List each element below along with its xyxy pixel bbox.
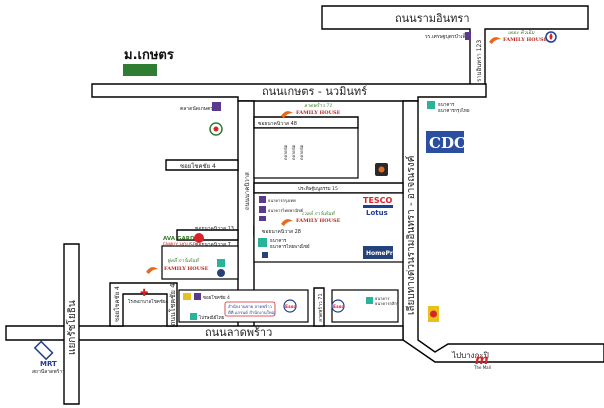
esso-label-1: Esso (285, 304, 297, 310)
yellow-marker (183, 293, 191, 300)
teal-label-c: ไปรษณีย์ไทย (198, 314, 225, 321)
teal-label-1: ธนาคาร (438, 102, 455, 108)
road-lp71 (313, 287, 325, 327)
fh-chokchai-brand: FAMILY HOUSE (164, 266, 209, 272)
mrt-station-label: สถานีลาดพร้าว (32, 368, 65, 375)
esso-icon-2 (331, 299, 345, 313)
bank-marker-2 (262, 252, 268, 258)
mrt-label: MRT (40, 360, 57, 368)
label-lat-phrao: ถนนลาดพร้าว (205, 326, 272, 339)
kaset-market-label: ตลาดนัดเกษตร (180, 106, 213, 112)
mrt-icon (33, 340, 54, 361)
esso-icon-1 (283, 299, 297, 313)
label-nakniwat-48: ซอยนาคนิวาส 48 (258, 120, 297, 127)
teal-marker-c (190, 313, 197, 320)
soi-label-c: ตลาดนัด (299, 144, 304, 160)
mall-icon: m (475, 353, 489, 368)
fh-nakniwat-bird-icon (281, 219, 293, 226)
label-nakniwat-road: ถนนนาคนิวาส (244, 172, 251, 210)
cdc-logo (426, 131, 464, 153)
label-nakniwat-13: ซอยนาคนิวาส 13 (195, 225, 234, 232)
ava-garden-label: AVA GARDEN (163, 236, 203, 242)
label-ratchayothin: แยกรัชโยธิน (65, 300, 78, 355)
label-nakniwat-7: ซอยนาคนิวาส 7 (195, 241, 231, 248)
sales-office-label: สำนักงานขาย ลาดพร้าว (228, 304, 273, 309)
block-a (253, 127, 359, 179)
soi-label-b: ตลาดนัด (291, 144, 296, 160)
kaset-u-label: ม.เกษตร (124, 48, 174, 63)
road-liab-khlong (402, 100, 604, 363)
sales-office-label2: ดีที แกรนด์ สำนักงานใหญ่ (228, 309, 276, 315)
teal-label-1b: ธนาคารกรุงไทย (438, 108, 470, 114)
ptt-drop-icon (549, 33, 553, 40)
hospital-label: โรงพยาบาลโชคชัย4 (128, 298, 168, 305)
block-e (161, 245, 239, 280)
teal-marker-3 (217, 259, 225, 267)
fh-top-line1: เดอะ คิวเอ็ม (508, 29, 535, 36)
kaset-u-marker (123, 64, 157, 76)
school-marker (465, 32, 471, 40)
fh-chokchai-line1: ฟูลลี่ การ์เด้นท์ (167, 256, 199, 264)
label-chok-chai-4-road: ถนนโชคชัย 4 (168, 283, 177, 326)
ava-garden-sub: FAMILY HOUSE (163, 242, 196, 248)
cdc-label: CDC (429, 134, 466, 152)
fh-chokchai-bird-icon (146, 267, 158, 274)
big-c-icon-dot (430, 310, 437, 318)
label-kaset-nawamin: ถนนเกษตร - นวมินทร์ (262, 85, 367, 98)
road-chok-chai-4-b (176, 229, 239, 241)
label-ram-inthra-123: รามอินทรา 123 (476, 40, 483, 82)
purple-marker-1 (259, 196, 266, 203)
label-liab-khlong: เลียบทางด่วนรามอินทรา - อาจณรงค์ (405, 156, 417, 315)
tesco-label: TESCO (363, 196, 393, 205)
fh-lp71-bird-icon (281, 111, 293, 118)
fh-lp71-brand: FAMILY HOUSE (296, 110, 341, 116)
label-ram-inthra: ถนนรามอินทรา (395, 12, 470, 25)
teal-label-2: ธนาคาร (270, 238, 287, 244)
label-chokchai4-soi: ซอยโชคชัย 4 (113, 286, 121, 322)
mall-label: The Mall (473, 365, 491, 370)
teal-marker-d (366, 297, 373, 304)
homepro-label: HomePro (366, 250, 397, 257)
school-label: รร.เศรษฐบุตรบำเพ็ญ (425, 32, 470, 40)
sales-office-box (224, 301, 276, 317)
kasikorn-icon-dot (213, 126, 219, 132)
lotus-label: Lotus (366, 209, 388, 217)
tesco-bar (363, 205, 393, 208)
teal-label-2b: ธนาคารไทยพาณิชย์ (270, 243, 310, 250)
purple-marker-c (194, 293, 201, 300)
homepro-logo (363, 246, 393, 259)
road-ratchayothin (63, 243, 80, 405)
purple-label-1: ธนาคารกรุงเทพ (268, 198, 296, 204)
purple-label-c: ซอยโชคชัย 4 (203, 294, 230, 301)
hospital-icon: ✚ (140, 288, 148, 299)
label-pradit-15: ประดิษฐ์มนูธรรม 15 (298, 185, 338, 192)
ava-red-icon (194, 233, 204, 243)
purple-marker-3 (259, 216, 266, 221)
fh-top-brand: FAMILY HOUSE (503, 37, 548, 43)
road-soi-chokchai-upper (165, 159, 239, 171)
fh-top-bird-icon (489, 37, 501, 44)
fh-nakniwat-brand: FAMILY HOUSE (296, 218, 341, 224)
road-lat-phrao (5, 325, 404, 341)
road-chok-chai-4 (109, 282, 178, 327)
teal-label-d: ธนาคาร (375, 296, 390, 301)
label-nakniwat-28: ซอยนาคนิวาส 28 (262, 228, 301, 235)
label-lp71: ลาดพร้าว 71 (317, 293, 324, 322)
soi-label-a: ตลาดนัด (283, 144, 288, 160)
fh-lp71-line1: ลาดพร้าว 71 (304, 102, 333, 109)
label-to-bangkapi: ไปบางกะปิ (451, 351, 489, 360)
purple-label-2: ธนาคารไทยพาณิชย์ (268, 208, 303, 213)
purple-marker-2 (259, 206, 266, 213)
esso-label-2: Esso (333, 304, 345, 310)
bank-icon-3 (217, 269, 225, 277)
kaset-market-marker (212, 102, 221, 111)
teal-marker-1 (427, 101, 435, 109)
teal-label-d2: ธนาคารกสิกร (375, 301, 400, 306)
fh-nakniwat-line1: เวลล์ การ์เด้นท์ (302, 210, 335, 217)
teal-marker-2 (258, 238, 267, 247)
label-soi-chokchai: ซอยโชคชัย 4 (180, 162, 216, 170)
restaurant-icon-dot (378, 166, 385, 173)
